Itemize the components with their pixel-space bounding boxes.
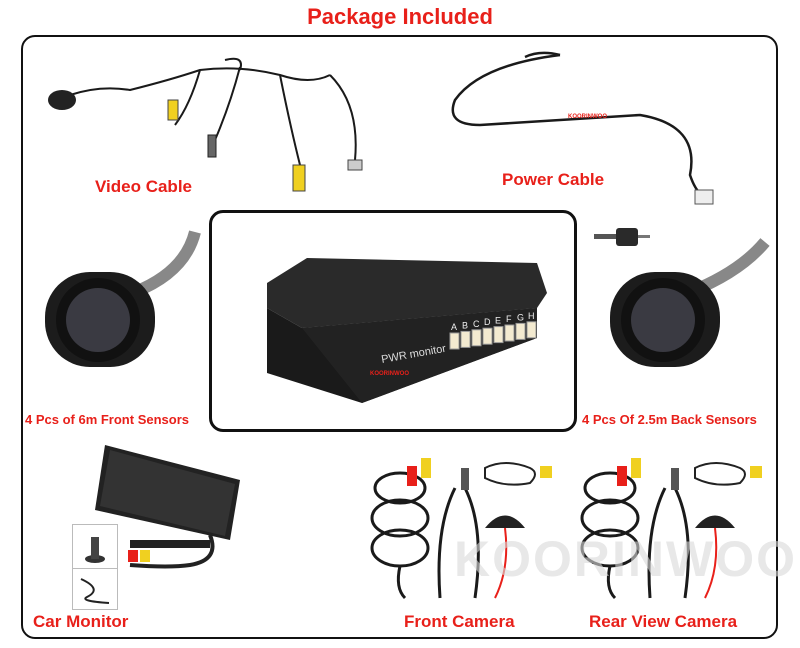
port-label-b: B [462,320,468,330]
monitor-cable-icon [80,578,110,604]
front-camera-kit-image [370,458,552,600]
port-connector-e [493,326,504,344]
port-connector-b [460,330,471,348]
port-label-g: G [517,312,524,322]
drill-bit-icon [594,228,650,246]
power-cable-label: Power Cable [502,170,605,189]
suction-mount-thumbnail [72,524,118,570]
front-camera-label: Front Camera [404,612,515,631]
port-label-f: F [506,314,512,324]
port-label-a: A [451,322,457,332]
port-label-d: D [484,317,491,327]
monitor-cable-thumbnail [72,568,118,610]
port-connector-c [471,329,482,347]
front-sensor-image [45,230,201,367]
port-connector-a [449,332,460,350]
video-cable-label: Video Cable [95,177,192,196]
port-connector-g [515,322,526,340]
power-cable-brand: KOORINWOO [568,114,607,120]
suction-mount-icon [85,537,105,563]
back-sensors-label: 4 Pcs Of 2.5m Back Sensors [582,412,757,427]
rear-camera-label: Rear View Camera [589,612,738,631]
port-label-c: C [473,319,480,329]
power-cable-image: KOORINWOO [451,51,714,205]
port-connector-h [526,321,537,339]
front-sensors-label: 4 Pcs of 6m Front Sensors [25,412,189,427]
brand-watermark: KOORINWOO [454,531,797,587]
port-connector-f [504,324,515,342]
rear-camera-kit-image [580,458,762,600]
video-cable-image [48,57,363,192]
control-unit-brand: KOORINWOO [370,371,409,377]
port-connector-d [482,327,493,345]
page-title: Package Included [307,4,493,29]
port-label-e: E [495,316,501,326]
port-label-h: H [528,311,535,321]
car-monitor-label: Car Monitor [33,612,129,631]
car-monitor-image [95,445,240,569]
back-sensor-image [610,238,770,367]
